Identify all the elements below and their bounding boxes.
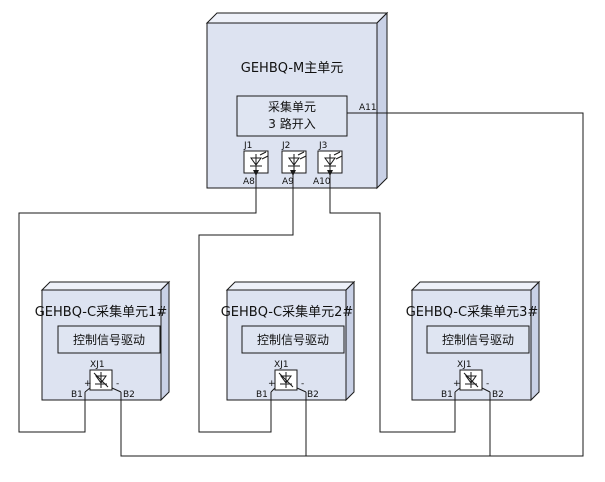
b2-label: B2 xyxy=(123,390,135,400)
lead-unit1 xyxy=(84,387,122,393)
sub-unit-title: GEHBQ-C采集单元1# xyxy=(35,304,168,320)
pin-label-j3: J3 xyxy=(318,141,327,151)
lead-unit3 xyxy=(454,387,491,393)
sub-unit-title: GEHBQ-C采集单元2# xyxy=(221,304,354,320)
port-label-a10: A10 xyxy=(313,177,331,187)
port-label-a11: A11 xyxy=(359,103,377,113)
signal-driver-box xyxy=(57,325,161,354)
main-unit-side xyxy=(376,11,388,190)
b1-label: B1 xyxy=(71,390,83,400)
b2-label: B2 xyxy=(307,390,319,400)
xj-label: XJ1 xyxy=(457,360,472,370)
minus-label: - xyxy=(486,379,489,389)
sub-unit-3: GEHBQ-C采集单元3# 控制信号驱动 XJ1 + - B1 B2 xyxy=(406,280,541,402)
signal-driver-label: 控制信号驱动 xyxy=(73,333,145,347)
main-unit-title: GEHBQ-M主单元 xyxy=(241,61,343,76)
plus-label: + xyxy=(268,379,276,389)
minus-label: - xyxy=(301,379,304,389)
wire-a9-to-unit2 xyxy=(198,170,296,433)
sub-unit-title: GEHBQ-C采集单元3# xyxy=(406,304,539,320)
signal-driver-label: 控制信号驱动 xyxy=(442,333,514,347)
plus-label: + xyxy=(453,379,461,389)
optocoupler-j2 xyxy=(281,150,307,174)
port-label-a8: A8 xyxy=(243,177,255,187)
relay-contact-icon xyxy=(274,369,298,391)
minus-label: - xyxy=(116,379,119,389)
optocoupler-j3 xyxy=(317,150,343,174)
sub-unit-2: GEHBQ-C采集单元2# 控制信号驱动 XJ1 + - B1 B2 xyxy=(221,280,356,402)
plus-label: + xyxy=(84,379,92,389)
port-label-a9: A9 xyxy=(282,177,294,187)
sub-unit-1: GEHBQ-C采集单元1# 控制信号驱动 XJ1 + - B1 B2 xyxy=(35,280,171,402)
xj-label: XJ1 xyxy=(90,360,105,370)
pin-label-j2: J2 xyxy=(281,141,290,151)
signal-driver-box xyxy=(426,325,530,354)
wire-a8-to-unit1 xyxy=(18,170,259,433)
optocoupler-j1 xyxy=(243,150,269,174)
wire-a10-to-unit3 xyxy=(327,170,456,433)
collector-label-line2: 3 路开入 xyxy=(268,116,315,131)
pin-label-j1: J1 xyxy=(243,141,252,151)
main-unit: GEHBQ-M主单元 采集单元 3 路开入 J1 J2 J3 A8 A9 A10… xyxy=(205,11,389,190)
main-unit-top xyxy=(205,12,389,24)
collector-label-line1: 采集单元 xyxy=(268,99,316,114)
b1-label: B1 xyxy=(256,390,268,400)
relay-contact-icon xyxy=(89,369,113,391)
collector-unit xyxy=(236,95,348,137)
wire-a11-common-return xyxy=(120,112,584,457)
relay-contact-icon xyxy=(459,369,483,391)
b1-label: B1 xyxy=(441,390,453,400)
lead-unit2 xyxy=(270,387,307,393)
signal-driver-label: 控制信号驱动 xyxy=(257,333,329,347)
b2-label: B2 xyxy=(492,390,504,400)
signal-driver-box xyxy=(241,325,345,354)
xj-label: XJ1 xyxy=(274,360,289,370)
